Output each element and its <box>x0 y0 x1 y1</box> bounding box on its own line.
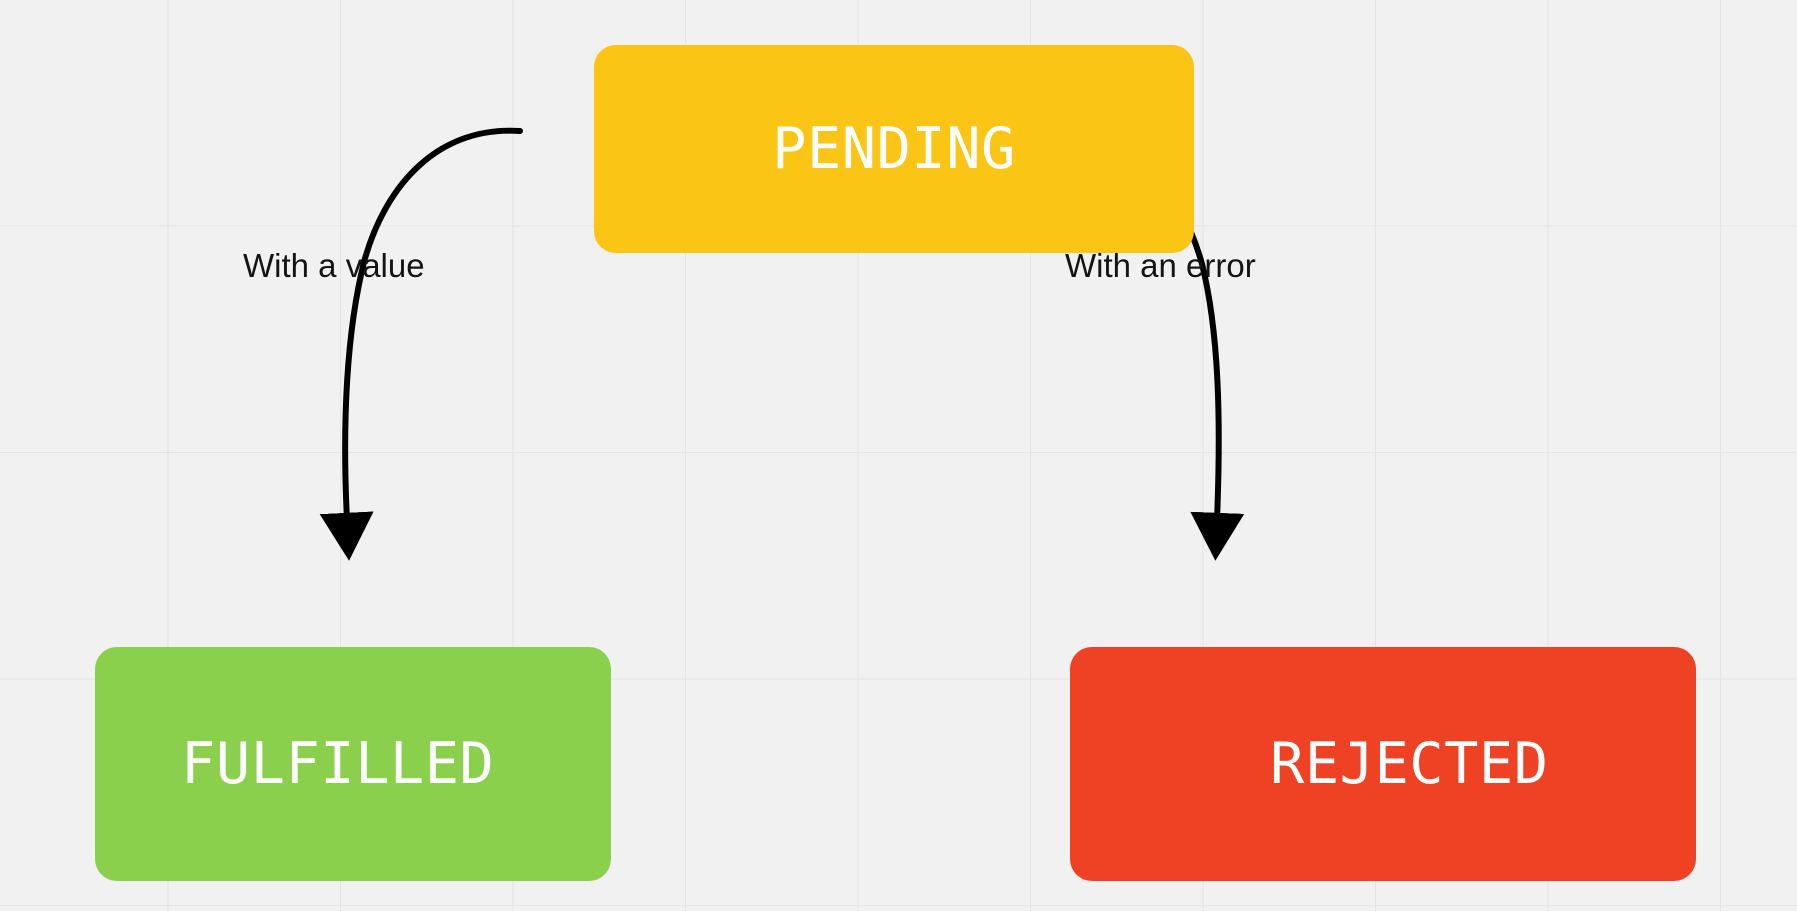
edge-label-with-an-error: With an error <box>1065 247 1256 284</box>
node-rejected-label: REJECTED <box>1270 731 1549 797</box>
node-pending-label: PENDING <box>772 116 1016 182</box>
edge-pending-to-fulfilled <box>319 127 523 561</box>
edge-label-with-a-value: With a value <box>243 247 425 284</box>
node-fulfilled[interactable]: FULFILLED <box>95 647 611 881</box>
node-rejected[interactable]: REJECTED <box>1070 647 1696 881</box>
node-fulfilled-label: FULFILLED <box>181 731 495 797</box>
node-pending[interactable]: PENDING <box>594 45 1194 253</box>
